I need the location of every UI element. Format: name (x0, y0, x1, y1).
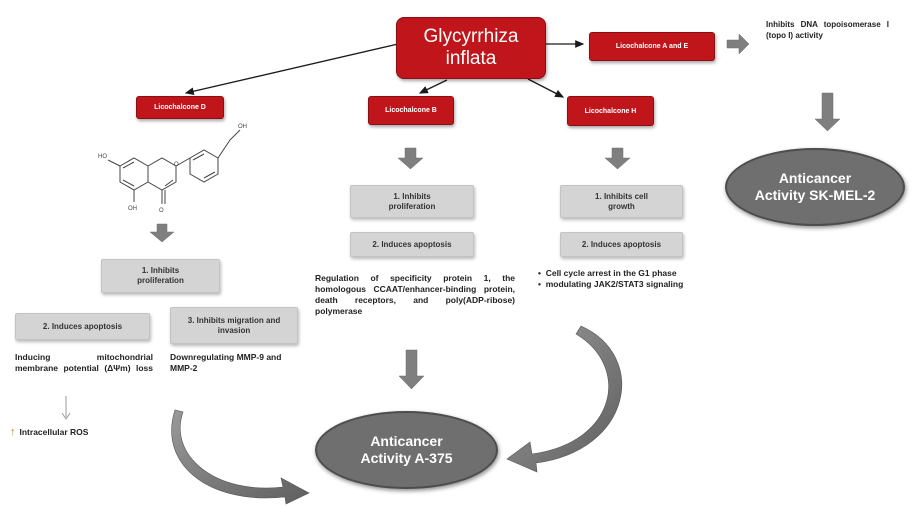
down-arrow-topright (814, 92, 841, 132)
down-arrow-left-1 (149, 223, 175, 243)
svg-text:OH: OH (238, 124, 247, 130)
molecule-atom-labels: HO OH O O OH (98, 124, 247, 214)
bullet-dot-icon: • (538, 268, 546, 278)
down-arrow-mid-1 (397, 147, 424, 170)
topo-i-text-content: Inhibits DNA topoisomerase I (topo I) ac… (766, 20, 889, 40)
outcome-a375-ellipse: Anticancer Activity A-375 (315, 411, 498, 489)
right-bullet-2-text: modulating JAK2/STAT3 signaling (545, 279, 684, 289)
right-bullet-1-text: Cell cycle arrest in the G1 phase (545, 268, 677, 278)
main-node-line1: Glycyrrhiza (423, 26, 519, 47)
main-node-glycyrrhiza-inflata: Glycyrrhiza inflata (396, 17, 546, 79)
right-bullet-2: • modulating JAK2/STAT3 signaling (538, 279, 738, 290)
left-step1-box: 1. Inhibits proliferation (101, 259, 220, 293)
connector-to-lico-h (527, 78, 565, 98)
node-licochalcone-d: Licochalcone D (136, 96, 224, 119)
outcome-a375-line1: Anticancer (370, 433, 443, 449)
svg-text:OH: OH (128, 206, 137, 212)
outcome-skmel2-line2: Activity SK-MEL-2 (754, 187, 876, 203)
node-licochalcone-h: Licochalcone H (567, 96, 654, 126)
outcome-skmel2-ellipse: Anticancer Activity SK-MEL-2 (725, 148, 905, 226)
right-bullet-list: • Cell cycle arrest in the G1 phase • mo… (538, 268, 738, 290)
right-arrow-topright (726, 33, 750, 55)
main-node-line2: inflata (445, 48, 497, 69)
ros-connector-head (61, 412, 71, 420)
bullet-dot-icon: • (538, 279, 546, 289)
licochalcone-d-structure (107, 129, 241, 204)
right-step2-box: 2. Induces apoptosis (560, 232, 683, 257)
left-apoptosis-text: Inducing mitochondrial membrane potentia… (15, 352, 153, 373)
middle-step1-box: 1. Inhibits proliferation (350, 185, 474, 218)
left-step3-box: 3. Inhibits migration and invasion (170, 307, 298, 344)
curved-arrow-right (506, 325, 623, 473)
svg-text:O: O (174, 162, 179, 168)
down-arrow-mid-2 (398, 349, 425, 390)
svg-text:O: O (159, 208, 164, 214)
left-migration-text: Downregulating MMP-9 and MMP-2 (170, 352, 282, 373)
svg-text:HO: HO (98, 154, 107, 160)
topo-i-text: Inhibits DNA topoisomerase I (topo I) ac… (766, 19, 889, 41)
middle-regulation-text: Regulation of specificity protein 1, the… (315, 273, 515, 316)
connector-to-lico-b (418, 79, 448, 94)
ros-label: Intracellular ROS (19, 426, 89, 437)
left-step2-box: 2. Induces apoptosis (15, 313, 150, 340)
curved-arrow-left (171, 409, 310, 505)
right-bullet-1: • Cell cycle arrest in the G1 phase (538, 268, 738, 279)
down-arrow-right-1 (604, 147, 631, 170)
right-step1-box: 1. Inhibits cell growth (560, 185, 683, 218)
outcome-a375-line2: Activity A-375 (360, 450, 453, 466)
ros-up-arrow-icon: ↑ (10, 426, 16, 438)
node-licochalcone-a-and-e: Licochalcone A and E (589, 32, 715, 61)
outcome-skmel2-line1: Anticancer (778, 170, 852, 186)
node-licochalcone-b: Licochalcone B (368, 96, 454, 125)
middle-step2-box: 2. Induces apoptosis (350, 232, 474, 257)
ros-row: ↑ Intracellular ROS (10, 426, 88, 438)
connector-to-lico-d (184, 43, 399, 96)
